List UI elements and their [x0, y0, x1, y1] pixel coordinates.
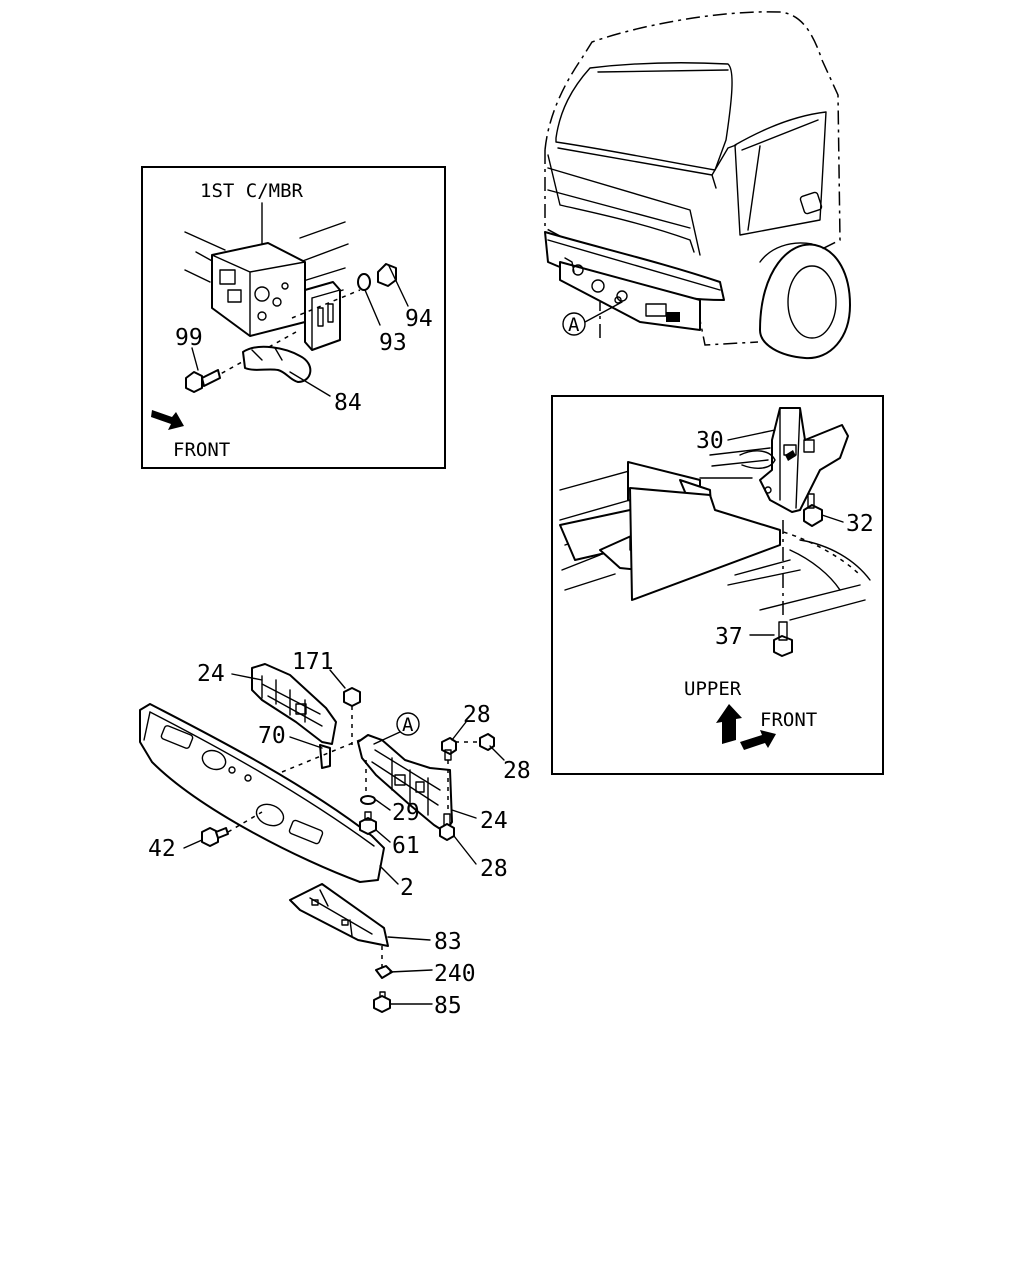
washer-icon — [357, 273, 371, 291]
bracket-bolt-37-icon — [773, 621, 793, 657]
stay-70-icon — [319, 744, 331, 769]
part-label-94: 94 — [405, 306, 433, 332]
part-label-42: 42 — [148, 836, 176, 862]
callout-circle-icon-2 — [396, 712, 420, 736]
part-label-99: 99 — [175, 325, 203, 351]
screw-85-icon — [373, 991, 391, 1013]
under-cover-83 — [289, 883, 389, 947]
part-label-61: 61 — [392, 833, 420, 859]
part-label-37: 37 — [715, 624, 743, 650]
upper-direction-label: UPPER — [684, 678, 742, 700]
part-label-93: 93 — [379, 330, 407, 356]
hook-bolt-icon — [185, 369, 221, 393]
callout-circle-icon — [562, 312, 586, 336]
tow-hook-inset-frame — [141, 166, 446, 469]
part-label-28-top: 28 — [463, 702, 491, 728]
nut-171-icon — [343, 687, 361, 707]
tow-hook-icon — [242, 345, 312, 383]
part-label-24-right: 24 — [480, 808, 508, 834]
first-crossmember-caption: 1ST C/MBR — [200, 180, 304, 202]
part-label-84: 84 — [334, 390, 362, 416]
part-label-24-left: 24 — [197, 661, 225, 687]
tow-hook-inset: 1ST C/MBR — [141, 166, 446, 469]
front-direction-label: FRONT — [173, 439, 230, 461]
part-label-171: 171 — [292, 649, 334, 675]
frame-crossmember — [559, 461, 781, 601]
bumper-assembly: A 24 171 70 28 28 29 24 42 61 28 2 83 24… — [139, 649, 531, 1019]
bolt-42-icon — [201, 827, 229, 847]
upper-arrow-icon — [716, 704, 742, 744]
part-label-2: 2 — [400, 875, 414, 901]
part-label-32: 32 — [846, 511, 874, 537]
part-label-70: 70 — [258, 723, 286, 749]
part-label-29: 29 — [392, 800, 420, 826]
assembly-callout-a: A — [402, 714, 414, 736]
cab-callout-a: A — [568, 314, 580, 336]
bracket-inset-frame — [551, 395, 884, 775]
part-label-28-bottom: 28 — [480, 856, 508, 882]
part-label-30: 30 — [696, 428, 724, 454]
washer-29-icon — [360, 795, 376, 805]
front-arrow-icon — [151, 410, 184, 430]
part-label-240: 240 — [434, 961, 476, 987]
bumper-bracket-30 — [739, 407, 849, 513]
front-bumper — [139, 703, 385, 883]
part-label-28-right: 28 — [503, 758, 531, 784]
truck-cab-view: A — [544, 11, 851, 360]
crossmember-block — [211, 242, 341, 351]
bracket-bolt-32-icon — [803, 493, 823, 527]
bolt-28a-icon — [441, 737, 457, 761]
bracket-inset: 30 32 37 UPPER FRONT — [551, 395, 884, 775]
left-bumper-bracket — [251, 663, 337, 745]
part-label-85: 85 — [434, 993, 462, 1019]
part-label-83: 83 — [434, 929, 462, 955]
front-direction-label-2: FRONT — [760, 709, 817, 731]
front-arrow-icon-2 — [740, 730, 776, 750]
bolt-61-icon — [359, 811, 377, 835]
